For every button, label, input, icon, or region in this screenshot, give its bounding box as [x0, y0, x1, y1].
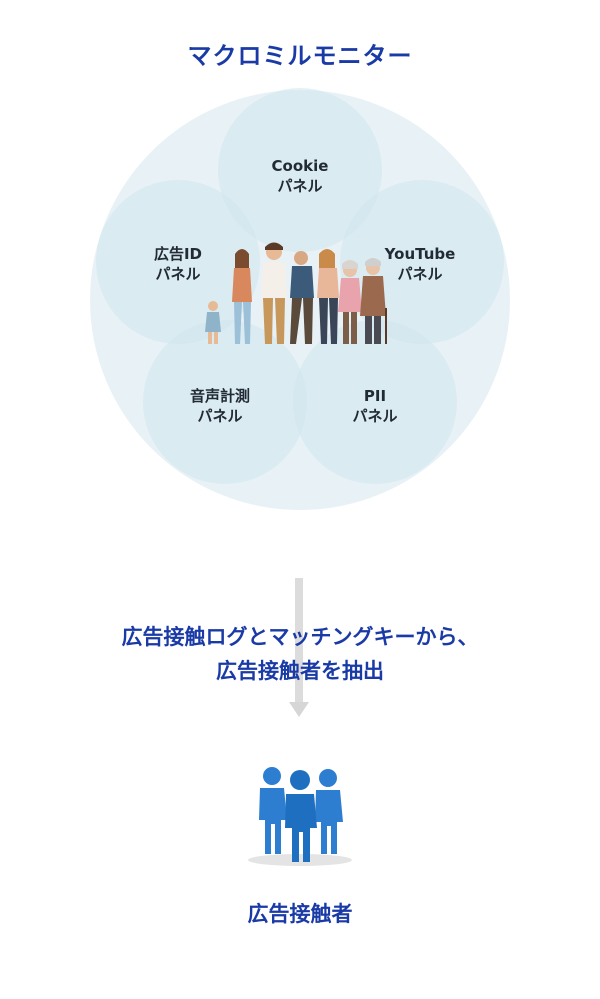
result-label: 広告接触者 [247, 902, 353, 926]
people-crowd-icon [205, 242, 387, 344]
person-woman-1 [232, 249, 252, 344]
figure-center [285, 770, 317, 862]
circle-audio [143, 320, 307, 484]
circle-ad-id [96, 180, 260, 344]
people-group-icon [248, 767, 352, 866]
figure-right [315, 769, 343, 854]
person-woman-2 [317, 249, 339, 344]
arrow-head [289, 702, 309, 717]
person-grandpa [360, 258, 387, 344]
figure-left [259, 767, 287, 854]
person-man-2 [290, 251, 314, 344]
arrow-down-icon [295, 578, 303, 704]
process-description: 広告接触ログとマッチングキーから、 広告接触者を抽出 [121, 625, 479, 683]
circle-cookie [218, 88, 382, 252]
panel-label-audio: 音声計測パネル [189, 387, 250, 425]
person-child [205, 301, 221, 344]
circle-pii [293, 320, 457, 484]
person-man-1 [261, 242, 287, 344]
page-title: マクロミルモニター [187, 42, 413, 70]
person-grandma [338, 260, 362, 344]
